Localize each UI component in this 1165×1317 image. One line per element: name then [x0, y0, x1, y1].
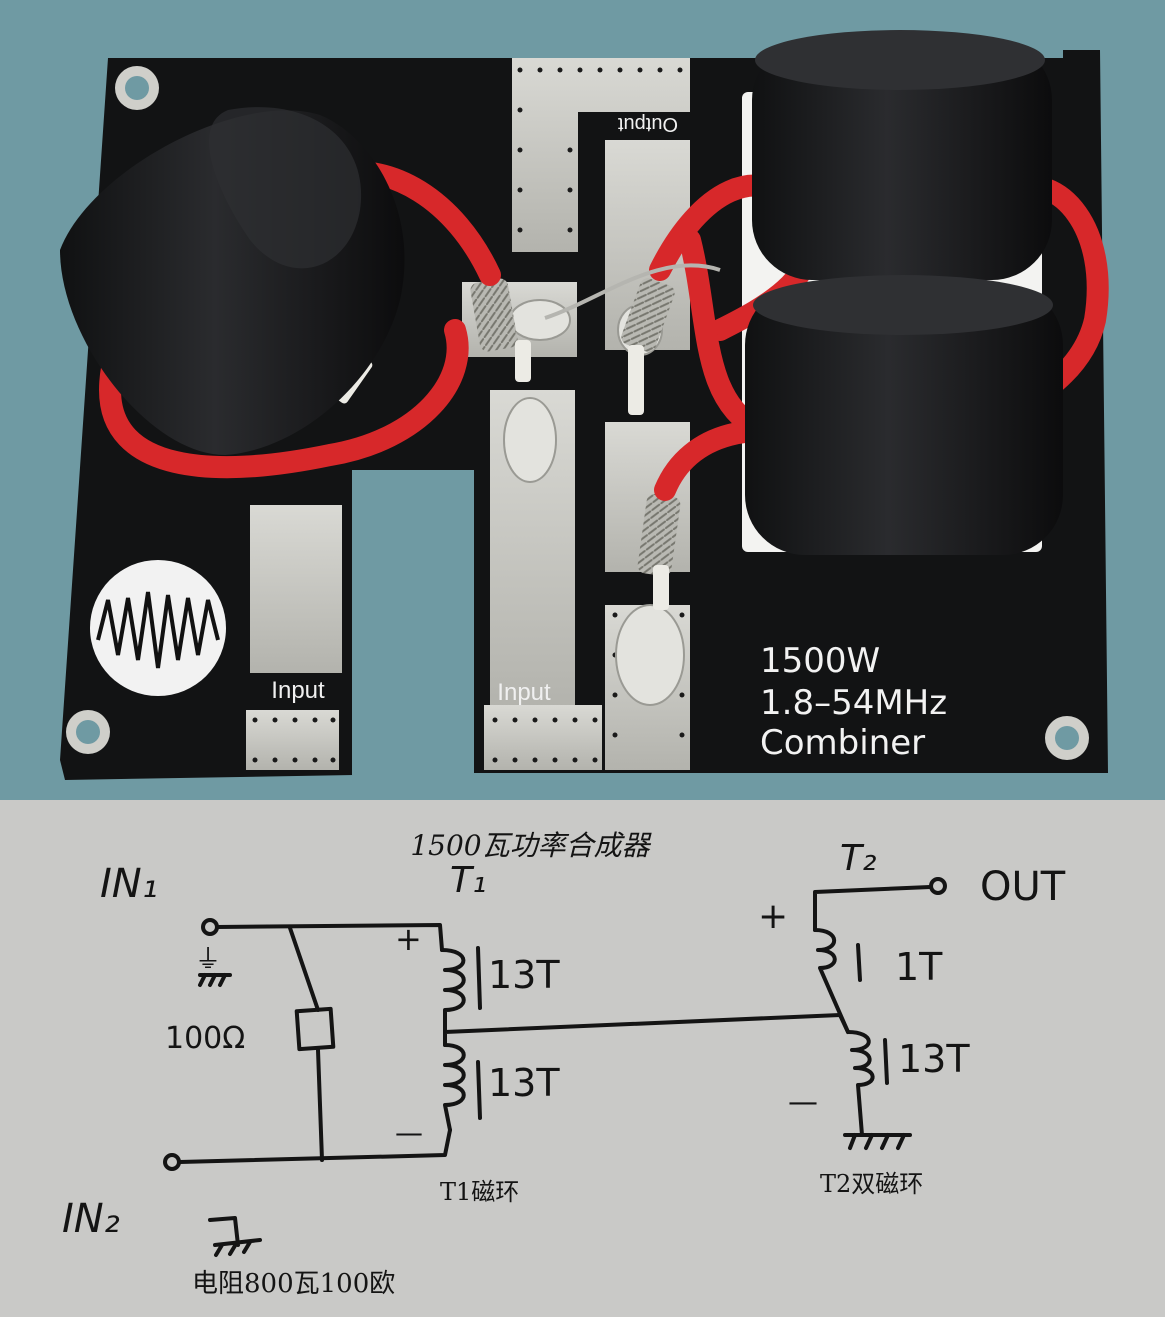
t2-ferrite-core-bottom — [745, 275, 1063, 555]
t2-top-coil — [813, 928, 850, 1034]
resistor-top-lead — [288, 926, 320, 1012]
waveform-logo — [90, 560, 226, 696]
pcb-photo: Output Input Input 1500W 1.8–54MHz Combi… — [60, 30, 1109, 780]
in2-label: IN₂ — [62, 1196, 120, 1242]
t2-caption: T2双磁环 — [820, 1170, 923, 1198]
in1-ground-symbol — [198, 973, 232, 987]
in2-ground-symbol — [208, 1216, 262, 1257]
t2-bottom-coil — [846, 1030, 875, 1137]
t1-top-turns: 13T — [488, 953, 560, 997]
t1-bottom-coil — [443, 1043, 466, 1132]
t2-top-turns: 1T — [895, 945, 943, 989]
hand-drawn-schematic: 1500瓦功率合成器 — [0, 800, 1165, 1317]
resistor-value-label: 100Ω — [165, 1021, 245, 1056]
t1-top-coil — [440, 948, 466, 1034]
in1-label: IN₁ — [100, 861, 158, 907]
t1-ferrite-core — [60, 107, 405, 455]
silkscreen-power-rating: 1500W — [760, 641, 880, 681]
t1-top-core — [476, 946, 482, 1010]
in1-wire — [215, 923, 444, 952]
resistor-bottom-lead — [316, 1048, 324, 1162]
silkscreen-input-label-2: Input — [497, 679, 551, 706]
t2-bottom-turns: 13T — [898, 1037, 970, 1081]
mounting-hole-bottom-right — [1045, 716, 1089, 760]
t2-top-core — [856, 943, 862, 982]
pcb-slot — [352, 470, 474, 775]
t1-caption: T1磁环 — [440, 1178, 519, 1206]
t1-label: T₁ — [450, 860, 486, 901]
t1-bottom-turns: 13T — [488, 1061, 560, 1105]
t2-top-lead — [813, 885, 932, 932]
in1-ground-mark: ⏚ — [195, 945, 221, 975]
paper-background — [0, 800, 1165, 1317]
silkscreen-input-label-1: Input — [271, 677, 325, 704]
t2-bottom-core — [883, 1038, 889, 1085]
silkscreen-output-label: Output — [618, 113, 678, 135]
t1-bottom-core — [476, 1060, 482, 1120]
coax-insulation-tips — [333, 340, 669, 610]
t2-plus-sign: + — [758, 896, 788, 937]
in2-wire — [178, 1128, 452, 1164]
out-label: OUT — [980, 864, 1066, 910]
mounting-hole-bottom-left — [66, 710, 110, 754]
resistor-footer-note: 电阻800瓦100欧 — [192, 1269, 395, 1299]
t2-label: T₂ — [840, 838, 876, 879]
t2-minus-sign: — — [788, 1085, 818, 1120]
via-dots — [252, 67, 685, 763]
silkscreen-combiner-label: Combiner — [760, 723, 925, 763]
schematic-title: 1500瓦功率合成器 — [410, 829, 652, 862]
t1-plus-sign: + — [395, 920, 422, 958]
jumper-wire — [544, 263, 721, 320]
t2-ferrite-core-top — [752, 30, 1052, 280]
resistor-100-ohm — [294, 1006, 336, 1052]
mounting-hole-top-left — [115, 66, 159, 110]
out-terminal — [929, 877, 947, 895]
silkscreen-frequency-range: 1.8–54MHz — [760, 683, 947, 723]
t1-minus-sign: — — [395, 1116, 423, 1149]
t2-ground-symbol — [843, 1133, 912, 1150]
